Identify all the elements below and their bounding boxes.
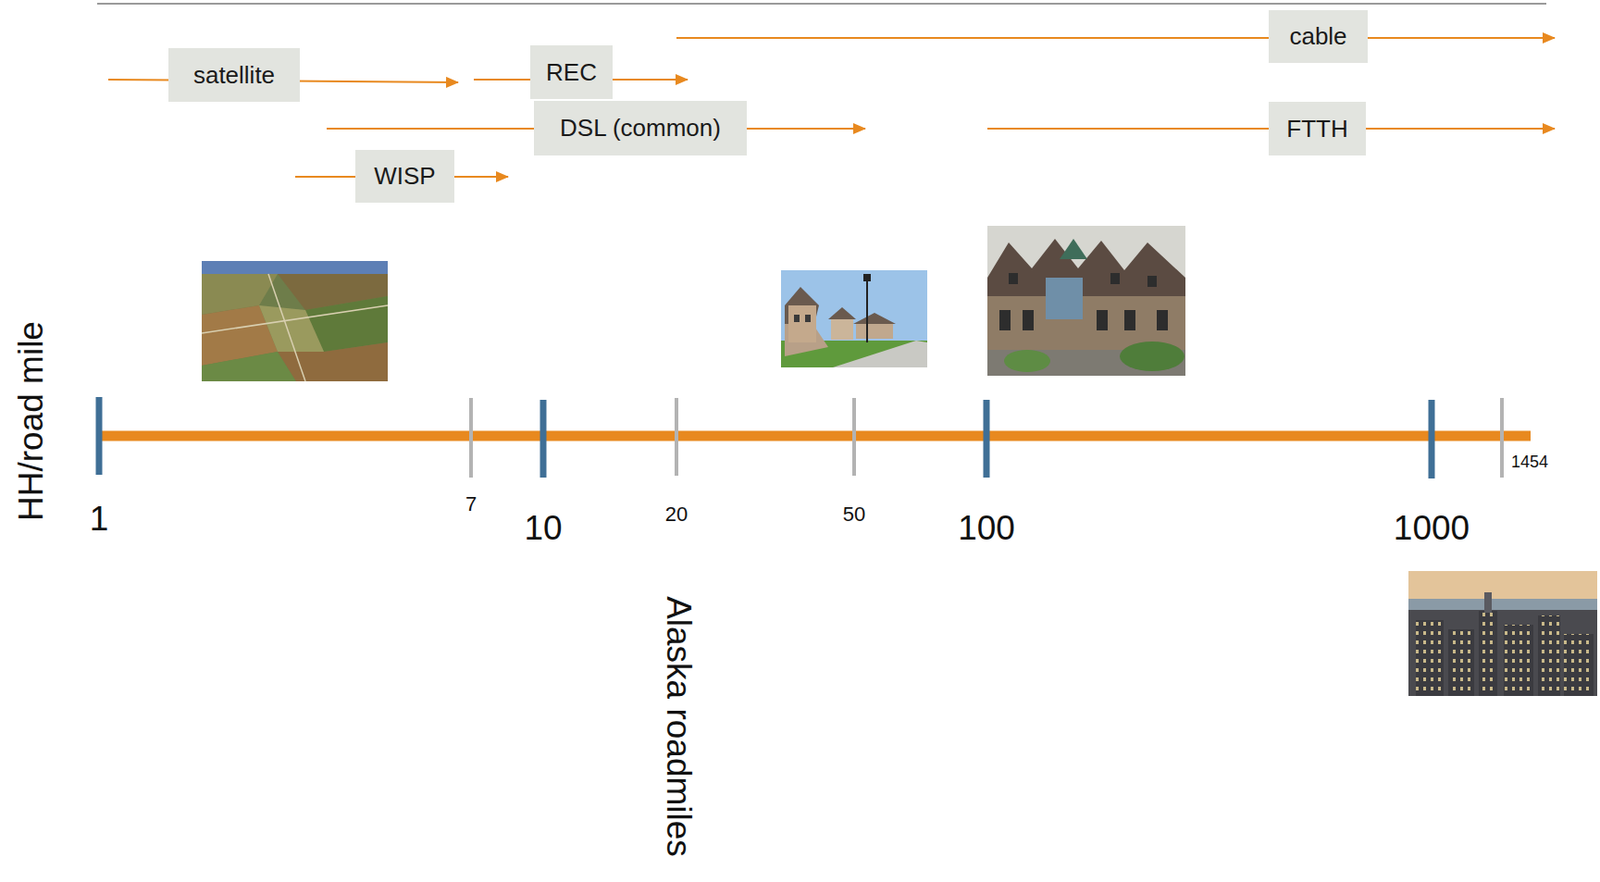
tick-label: 1454 [1511, 453, 1549, 471]
suburb-photo [781, 270, 928, 368]
city-photo [1408, 570, 1598, 696]
technology-label: DSL (common) [559, 113, 721, 143]
technology-box: FTTH [1268, 101, 1366, 156]
technology-box: DSL (common) [533, 100, 747, 156]
technology-label: REC [545, 58, 597, 87]
tick-label: 1 [89, 501, 110, 536]
technology-box: satellite [168, 48, 300, 102]
technology-label: WISP [373, 161, 435, 191]
technology-box: cable [1268, 10, 1368, 63]
technology-label: FTTH [1286, 114, 1348, 144]
farmland-photo [201, 260, 388, 382]
technology-box: REC [530, 45, 613, 100]
technology-label: satellite [193, 61, 275, 90]
axis-title: HH/road mile [13, 321, 49, 521]
tick-label: 50 [843, 504, 866, 525]
tick-label: 10 [523, 510, 562, 546]
townhouse-photo [987, 225, 1186, 376]
top-rule [97, 2, 1547, 5]
major-ticks [99, 396, 1432, 479]
annotation: Alaska roadmiles [661, 595, 696, 857]
tick-label: 1000 [1393, 510, 1470, 546]
technology-label: cable [1289, 22, 1347, 51]
tick-label: 7 [465, 494, 477, 515]
technology-box: WISP [355, 149, 455, 203]
tick-label: 20 [665, 504, 688, 525]
axis-line [99, 431, 1531, 442]
tick-label: 100 [957, 510, 1016, 546]
minor-ticks [471, 397, 1502, 478]
